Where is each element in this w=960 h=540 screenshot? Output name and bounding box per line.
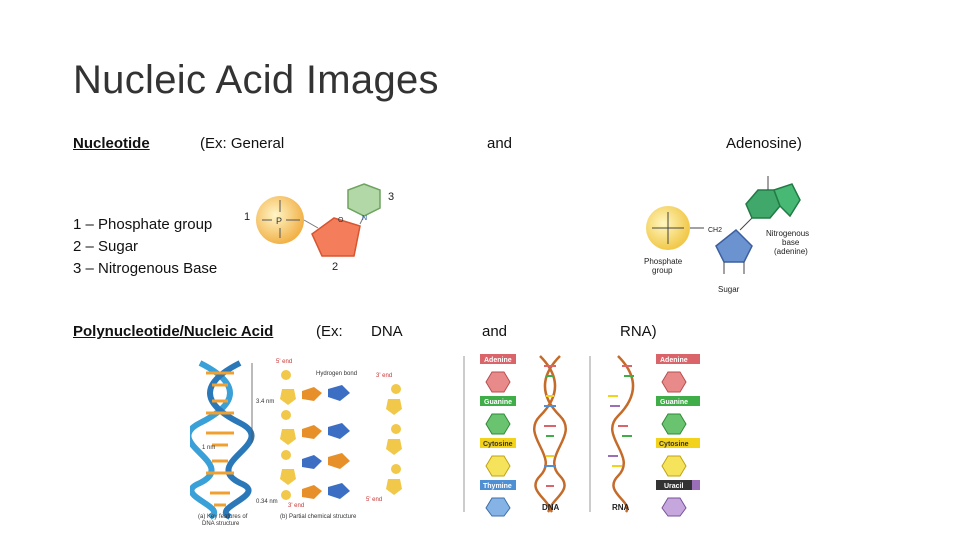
slide-title: Nucleic Acid Images bbox=[73, 58, 439, 102]
label-1: 1 bbox=[244, 211, 250, 223]
ex-text: (Ex: bbox=[316, 323, 343, 340]
dna-strand-1 bbox=[533, 355, 557, 513]
dna-strand-2 bbox=[543, 355, 567, 513]
rna-strand bbox=[611, 355, 635, 513]
sugar-phosphate-backbone-right bbox=[386, 384, 402, 495]
dim-1-nm: 1 nm bbox=[202, 445, 215, 451]
rna-guanine-label: Guanine bbox=[660, 399, 688, 406]
rna-guanine-bar bbox=[656, 396, 692, 406]
oxygen-label: O bbox=[338, 217, 344, 224]
rna-uracil-bar bbox=[656, 480, 692, 490]
label-2: 2 bbox=[332, 261, 338, 273]
dna-text: DNA bbox=[371, 323, 403, 340]
end-5-top: 5' end bbox=[276, 359, 292, 365]
phosphate-circle bbox=[256, 196, 304, 244]
phosphate-group-label-2: group bbox=[652, 266, 673, 275]
end-5-bottom: 5' end bbox=[366, 497, 382, 503]
nucleotide-components-list: 1 – Phosphate group 2 – Sugar 3 – Nitrog… bbox=[73, 214, 217, 280]
adenosine-figure: CH2 Phosphate group Sugar Nitrogenous ba… bbox=[644, 176, 809, 294]
dna-label: DNA bbox=[542, 503, 560, 512]
base-label-2: base bbox=[782, 238, 800, 247]
base-pairs bbox=[302, 385, 350, 499]
dna-adenine-bar bbox=[480, 354, 516, 364]
sugar-pentagon bbox=[311, 217, 361, 257]
hydrogen-bond-label: Hydrogen bond bbox=[316, 371, 357, 377]
component-phosphate: 1 – Phosphate group bbox=[73, 216, 213, 233]
base-label-3: (adenine) bbox=[774, 247, 808, 256]
ribose-sugar bbox=[715, 228, 753, 263]
adenine-ring-2 bbox=[773, 183, 801, 218]
and-text-1: and bbox=[487, 135, 513, 152]
helix-strand-dark bbox=[207, 360, 255, 520]
sugar-phosphate-backbone-left bbox=[280, 370, 296, 500]
adenosine-text: Adenosine) bbox=[726, 135, 802, 152]
dna-rna-figure: Adenine Guanine Cytosine Thymine DNA RNA… bbox=[463, 354, 700, 517]
dna-adenine-label: Adenine bbox=[484, 357, 512, 364]
rna-cytosine-bar bbox=[656, 438, 692, 448]
caption-b: (b) Partial chemical structure bbox=[280, 514, 357, 520]
dna-guanine-label: Guanine bbox=[484, 399, 512, 406]
dna-guanine-bar bbox=[480, 396, 516, 406]
rna-uracil-label: Uracil bbox=[664, 483, 684, 490]
sugar-label: Sugar bbox=[718, 285, 740, 294]
helix-strand-blue bbox=[190, 360, 233, 520]
nucleotide-heading: Nucleotide bbox=[73, 135, 150, 152]
ex-general-text: (Ex: General bbox=[200, 135, 285, 152]
rna-label: RNA bbox=[612, 503, 630, 512]
dim-3-4-nm: 3.4 nm bbox=[256, 399, 274, 405]
rna-adenine-label: Adenine bbox=[660, 357, 688, 364]
phosphate-group-label-1: Phosphate bbox=[644, 257, 683, 266]
dna-cytosine-label: Cytosine bbox=[483, 441, 513, 448]
dna-cytosine-bar bbox=[480, 438, 516, 448]
caption-a-2: DNA structure bbox=[202, 521, 240, 527]
base-hexagon bbox=[347, 183, 381, 217]
caption-a-1: (a) Key features of bbox=[198, 514, 248, 520]
end-3-top: 3' end bbox=[376, 373, 392, 379]
polynucleotide-heading: Polynucleotide/Nucleic Acid bbox=[73, 323, 274, 340]
component-base: 3 – Nitrogenous Base bbox=[73, 260, 218, 277]
label-3: 3 bbox=[388, 191, 394, 203]
ch2-label: CH2 bbox=[708, 227, 722, 234]
rna-adenine-bar bbox=[656, 354, 692, 364]
component-sugar: 2 – Sugar bbox=[73, 238, 139, 255]
and-text-2: and bbox=[482, 323, 508, 340]
general-nucleotide-figure: 1 P O 2 N 3 bbox=[244, 183, 394, 273]
dim-0-34-nm: 0.34 nm bbox=[256, 499, 278, 505]
phosphorus-label: P bbox=[276, 216, 282, 226]
dna-structure-figure: 3.4 nm 1 nm 0.34 nm (a) Key features of … bbox=[190, 359, 402, 527]
end-3-bottom: 3' end bbox=[288, 503, 304, 509]
nitrogen-label: N bbox=[362, 215, 367, 222]
rna-cytosine-label: Cytosine bbox=[659, 441, 689, 448]
rna-text: RNA) bbox=[620, 323, 657, 340]
dna-thymine-label: Thymine bbox=[483, 483, 512, 490]
dna-thymine-bar bbox=[480, 480, 516, 490]
base-label-1: Nitrogenous bbox=[766, 229, 809, 238]
